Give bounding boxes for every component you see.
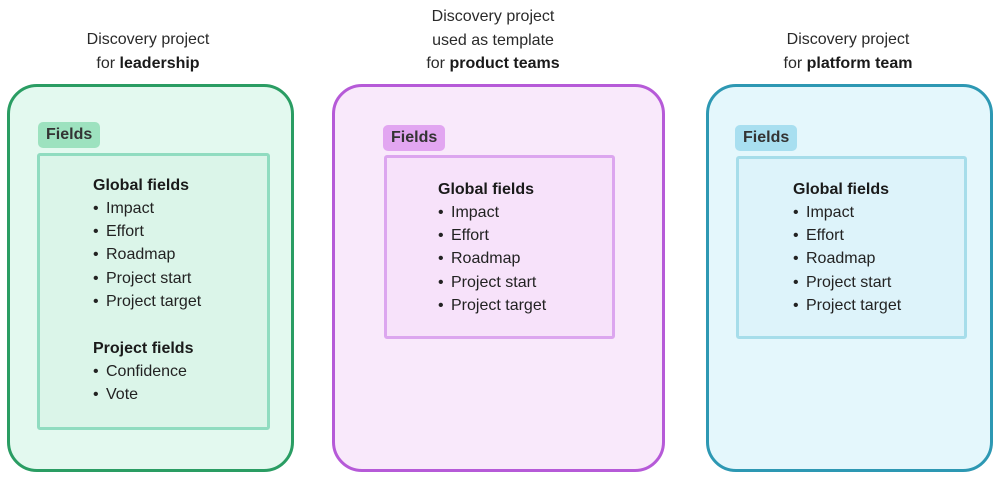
fields-badge: Fields [383, 125, 446, 151]
card-product-teams: Fields Global fields • Impact • Effort • Ro… [332, 84, 665, 472]
list-item: • Effort [793, 224, 901, 247]
list-item: • Project target [93, 290, 201, 313]
list-item: • Project target [438, 294, 546, 317]
list-item: • Roadmap [793, 247, 901, 270]
field-label: Effort [106, 223, 144, 241]
title-emphasis: product teams [449, 55, 560, 72]
bullet: • [93, 246, 99, 264]
field-list: •Impact •Effort •Roadmap •Project start … [793, 201, 901, 317]
field-label: Roadmap [451, 250, 521, 268]
field-label: Confidence [106, 363, 187, 380]
bullet: • [93, 200, 99, 217]
list-item: • Impact [793, 201, 901, 224]
field-label: Roadmap [806, 250, 876, 268]
bullet: • [438, 250, 444, 268]
list-item: • Project start [438, 271, 546, 294]
list-item: • Roadmap [438, 247, 546, 270]
title-line: used as template [432, 31, 554, 49]
field-label: Project target [451, 296, 547, 314]
title-leadership: Discovery project for leadership [18, 28, 278, 75]
field-label: Roadmap [106, 246, 176, 264]
title-line: Discovery project [86, 31, 210, 48]
bullet: • [793, 296, 799, 314]
list-item: • Effort [438, 224, 546, 247]
title-product-teams: Discovery project used as template for p… [363, 5, 623, 76]
group-title: Project fields [93, 340, 194, 357]
title-line-last: for product teams [363, 52, 623, 76]
title-line-last: for platform team [718, 52, 978, 76]
field-label: Project start [806, 273, 892, 291]
bullet: • [438, 296, 444, 314]
title-emphasis: platform team [806, 54, 913, 72]
field-label: Impact [106, 200, 155, 217]
list-item: • Vote [93, 383, 193, 406]
list-item: • Effort [93, 220, 201, 243]
project-fields-group: Project fields • Confidence • Vote [93, 337, 193, 406]
title-emphasis: leadership [119, 54, 200, 72]
bullet: • [438, 273, 444, 291]
title-prefix: for [96, 54, 120, 72]
title-platform-team: Discovery project for platform team [718, 28, 978, 75]
title-prefix: for [783, 54, 807, 72]
bullet: • [793, 204, 799, 221]
list-item: • Project start [93, 267, 201, 290]
title-line: Discovery project [786, 31, 910, 48]
field-list: •Impact •Effort •Roadmap •Project start … [93, 197, 201, 313]
bullet: • [93, 269, 99, 287]
field-label: Impact [806, 204, 855, 221]
field-label: Effort [451, 227, 489, 245]
group-title: Global fields [793, 181, 890, 198]
title-line-last: for leadership [18, 52, 278, 76]
fields-box: Global fields • Impact • Effort • Roadmap •… [384, 155, 615, 339]
bullet: • [93, 223, 99, 241]
field-label: Project target [806, 296, 902, 314]
field-label: Vote [106, 386, 139, 404]
bullet: • [438, 227, 444, 245]
field-label: Effort [806, 227, 844, 245]
fields-box: Global fields • Impact • Effort • Roadmap •… [37, 153, 270, 430]
global-fields-group: Global fields • Impact • Effort • Roadmap •… [93, 174, 201, 313]
group-title: Global fields [93, 177, 190, 194]
title-line: Discovery project [431, 8, 555, 25]
list-item: • Project target [793, 294, 901, 317]
card-platform-team: Fields Global fields • Impact • Effort • Ro… [706, 84, 993, 472]
list-item: • Confidence [93, 360, 193, 383]
field-list: •Impact •Effort •Roadmap •Project start … [438, 201, 546, 317]
group-title: Global fields [438, 181, 535, 198]
global-fields-group: Global fields • Impact • Effort • Roadmap •… [793, 178, 901, 317]
field-label: Impact [451, 204, 500, 221]
card-leadership: Fields Global fields • Impact • Effort • Ro… [7, 84, 294, 472]
field-label: Project target [106, 292, 202, 310]
bullet: • [93, 292, 99, 310]
bullet: • [793, 227, 799, 245]
field-label: Project start [451, 273, 537, 291]
bullet: • [438, 204, 444, 221]
list-item: • Roadmap [93, 243, 201, 266]
global-fields-group: Global fields • Impact • Effort • Roadmap •… [438, 178, 546, 317]
field-label: Project start [106, 269, 192, 287]
bullet: • [93, 386, 99, 404]
bullet: • [93, 363, 99, 380]
list-item: • Impact [93, 197, 201, 220]
title-prefix: for [426, 55, 450, 72]
field-list: • Confidence • Vote [93, 360, 193, 406]
fields-badge: Fields [735, 125, 798, 151]
fields-badge: Fields [38, 122, 101, 148]
fields-box: Global fields • Impact • Effort • Roadmap •… [736, 156, 967, 339]
list-item: • Project start [793, 271, 901, 294]
bullet: • [793, 250, 799, 268]
list-item: • Impact [438, 201, 546, 224]
bullet: • [793, 273, 799, 291]
